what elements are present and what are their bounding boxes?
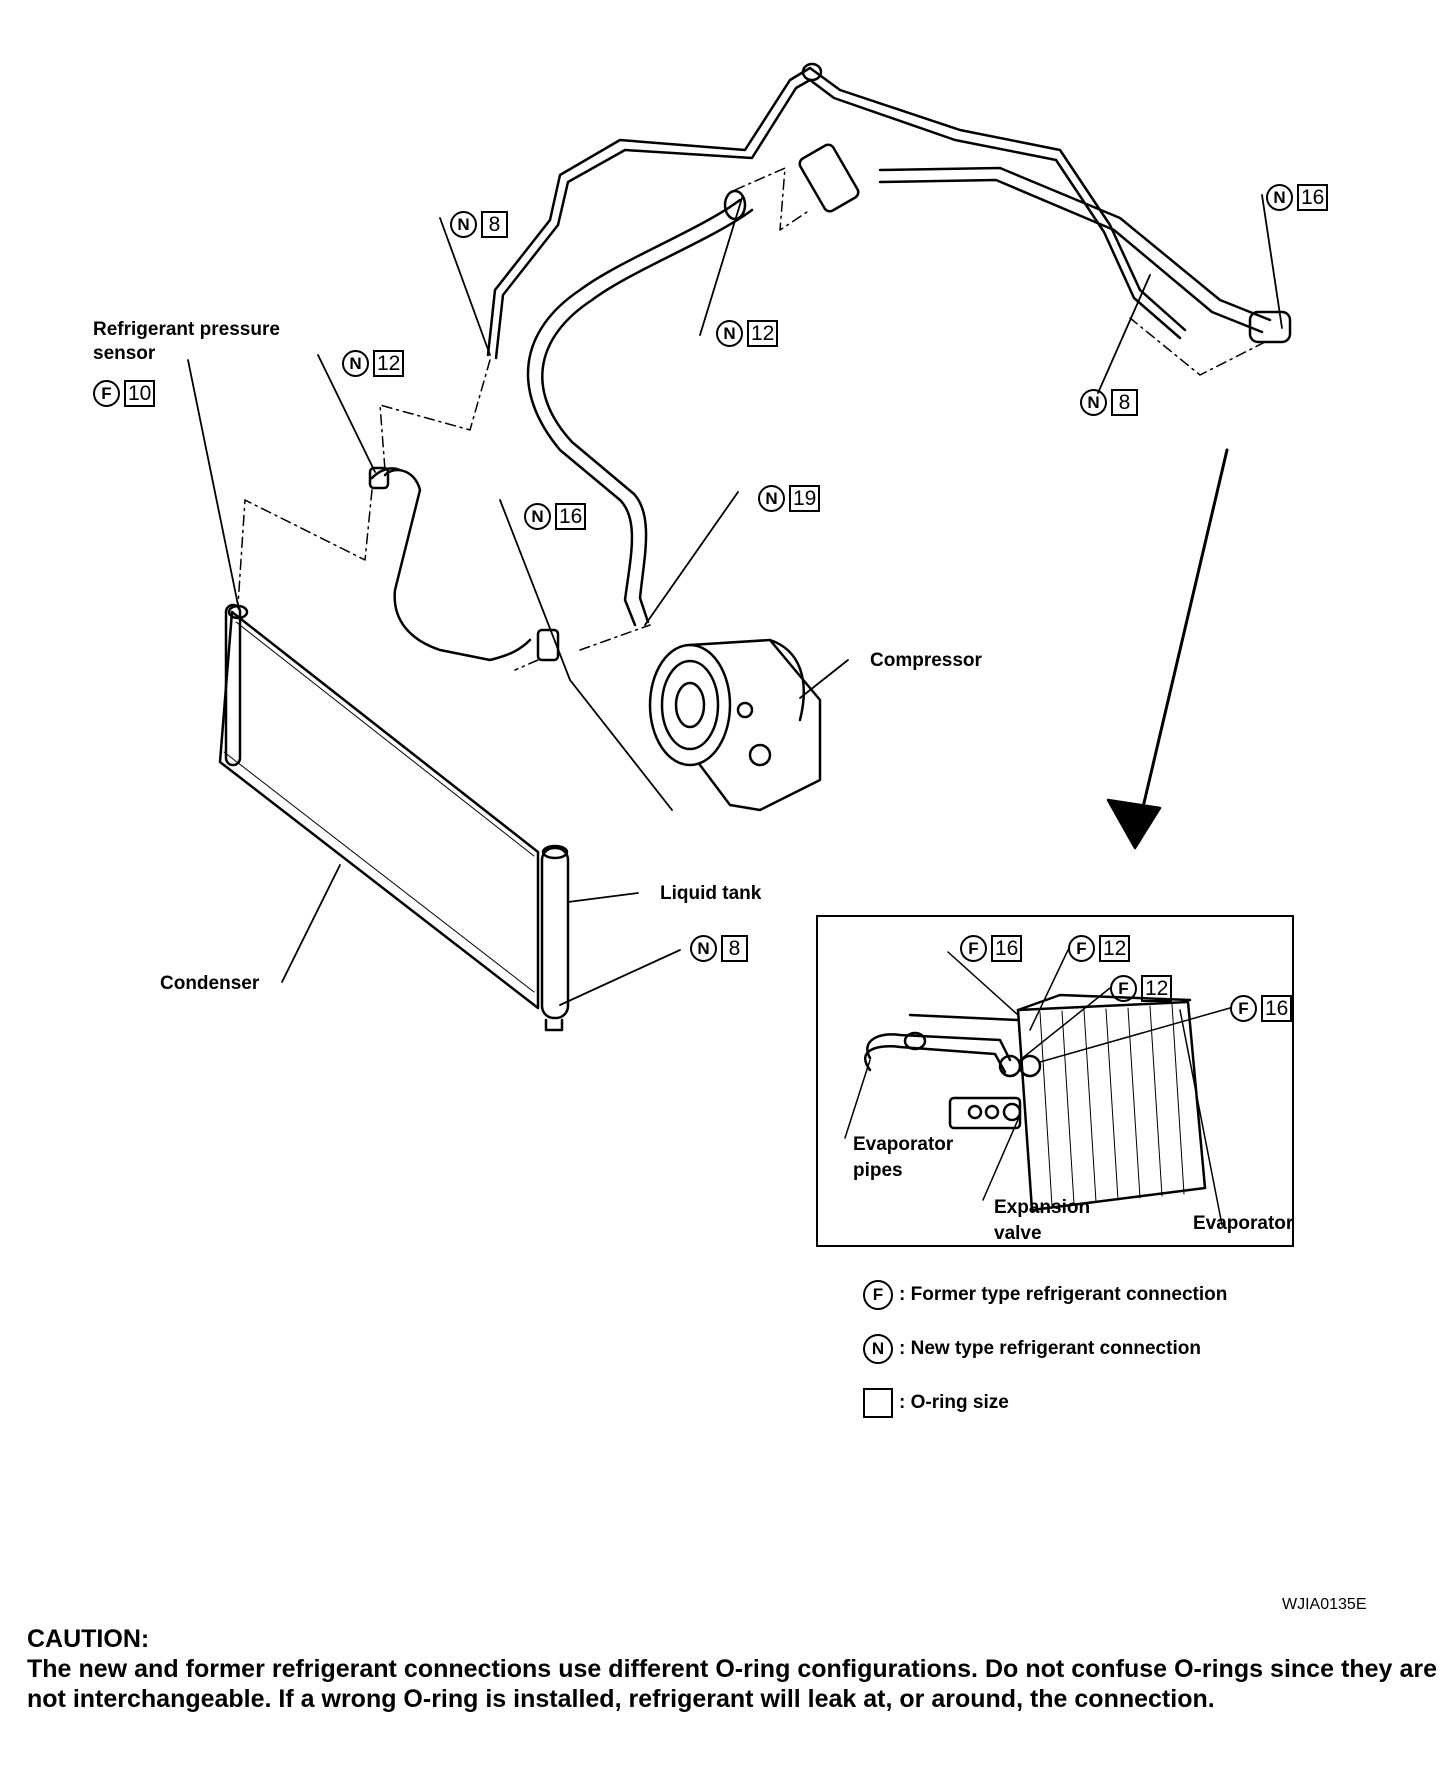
high-pressure-pipe: [798, 143, 1292, 344]
legend-item-o-ring: : O-ring size: [863, 1388, 1227, 1418]
expansion-valve: [948, 1096, 1022, 1130]
o-ring-size: 16: [1261, 995, 1293, 1022]
connection-type-symbol: N: [342, 350, 369, 377]
evaporator-pipes-label: Evaporator pipes: [853, 1134, 954, 1181]
o-ring-size: 8: [721, 935, 748, 962]
evaporator-pipes: [863, 1013, 1042, 1078]
legend-symbol: F: [863, 1280, 893, 1310]
pressure-sensor-label: Refrigerant pressure sensor: [93, 319, 280, 364]
connection-type-symbol: N: [716, 320, 743, 347]
legend: F : Former type refrigerant connection N…: [863, 1280, 1227, 1442]
connection-type-symbol: F: [960, 935, 987, 962]
o-ring-size: 12: [747, 320, 779, 347]
o-ring-size: 8: [1111, 389, 1138, 416]
connection-type-symbol: N: [450, 211, 477, 238]
connection-type-symbol: N: [690, 935, 717, 962]
legend-text: : New type refrigerant connection: [899, 1338, 1201, 1359]
connection-type-symbol: N: [524, 503, 551, 530]
connection-type-symbol: N: [758, 485, 785, 512]
evaporator-label: Evaporator: [1193, 1213, 1294, 1234]
o-ring-size: 12: [373, 350, 405, 377]
discharge-hose: [368, 466, 560, 662]
legend-item-new: N : New type refrigerant connection: [863, 1334, 1227, 1364]
legend-item-former: F : Former type refrigerant connection: [863, 1280, 1227, 1310]
arrow-to-inset: [1106, 448, 1229, 850]
expansion-valve-label: Expansion valve: [994, 1197, 1091, 1244]
refrigerant-system-diagram: [187, 62, 1292, 1226]
connection-type-symbol: N: [1080, 389, 1107, 416]
o-ring-size: 10: [124, 380, 156, 407]
evaporator: [1016, 993, 1207, 1212]
legend-text: : O-ring size: [899, 1392, 1009, 1413]
legend-symbol: N: [863, 1334, 893, 1364]
connection-type-symbol: F: [93, 380, 120, 407]
o-ring-size: 16: [991, 935, 1023, 962]
leader-lines: [187, 194, 1283, 1006]
compressor-label: Compressor: [870, 650, 982, 671]
inset-leader-lines: [844, 949, 1231, 1226]
low-pressure-pipe: [486, 62, 1187, 360]
caution-note: CAUTION: The new and former refrigerant …: [27, 1624, 1437, 1714]
figure-code: WJIA0135E: [1282, 1596, 1367, 1613]
connection-type-symbol: F: [1230, 995, 1257, 1022]
connection-type-symbol: F: [1068, 935, 1095, 962]
liquid-tank-label: Liquid tank: [660, 883, 762, 904]
legend-box-symbol: [863, 1388, 893, 1418]
caution-heading: CAUTION:: [27, 1625, 150, 1653]
liquid-tank: [540, 844, 570, 1032]
suction-hose: [526, 189, 754, 627]
compressor: [648, 638, 822, 812]
o-ring-size: 12: [1141, 975, 1173, 1002]
o-ring-size: 19: [789, 485, 821, 512]
dashed-connections: [237, 167, 1266, 671]
caution-text: The new and former refrigerant connectio…: [27, 1655, 1437, 1713]
legend-text: : Former type refrigerant connection: [899, 1284, 1228, 1305]
condenser-label: Condenser: [160, 973, 260, 994]
condenser: [218, 603, 540, 1010]
evaporator-inset: [816, 915, 1294, 1247]
o-ring-size: 16: [555, 503, 587, 530]
o-ring-size: 12: [1099, 935, 1131, 962]
connection-type-symbol: F: [1110, 975, 1137, 1002]
connection-type-symbol: N: [1266, 184, 1293, 211]
o-ring-size: 8: [481, 211, 508, 238]
o-ring-size: 16: [1297, 184, 1329, 211]
